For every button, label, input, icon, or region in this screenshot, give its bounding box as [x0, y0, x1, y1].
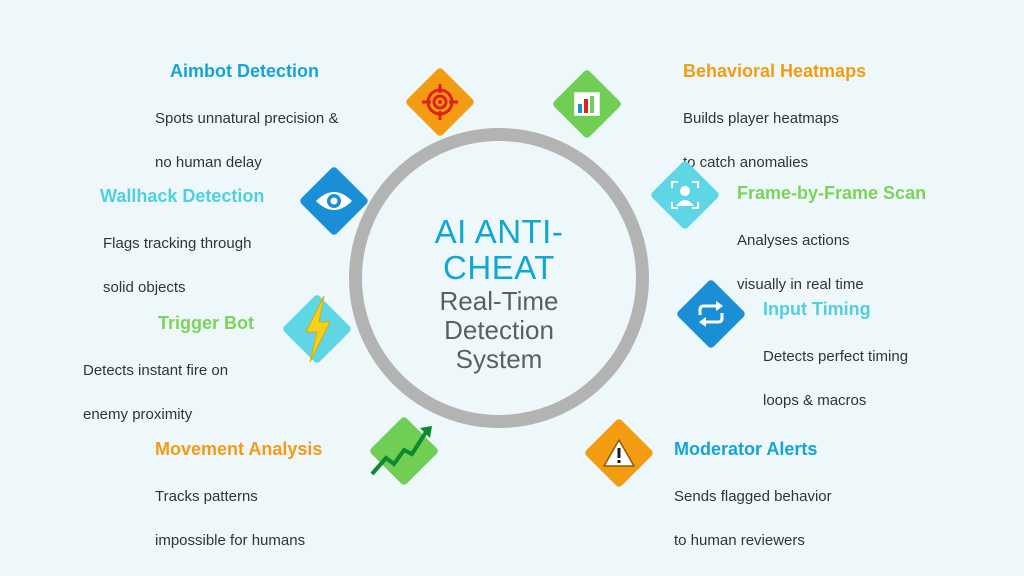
feature-movement-desc-line2: impossible for humans	[155, 532, 306, 549]
center-subtitle-line1: Real-Time	[439, 286, 559, 316]
feature-aimbot: Aimbot Detection Spots unnatural precisi…	[155, 60, 338, 196]
feature-movement-desc: Tracks patterns impossible for humans	[155, 464, 322, 574]
feature-wallhack-desc: Flags tracking through solid objects	[100, 211, 264, 321]
feature-heatmaps-desc-line2: to catch anomalies	[683, 154, 809, 171]
lightning-icon	[291, 296, 343, 362]
feature-input-desc-line1: Detects perfect timing	[763, 348, 909, 365]
feature-moderator-desc-line2: to human reviewers	[674, 532, 805, 549]
center-title-line1: AI ANTI-	[434, 213, 564, 250]
center-subtitle: Real-Time Detection System	[380, 287, 618, 374]
center-title: AI ANTI- CHEAT	[380, 214, 618, 286]
feature-trigger-desc-line2: enemy proximity	[83, 406, 193, 423]
feature-moderator-title: Moderator Alerts	[674, 439, 818, 459]
feature-movement: Movement Analysis Tracks patterns imposs…	[155, 438, 322, 574]
feature-frame-desc-line2: visually in real time	[737, 276, 864, 293]
feature-heatmaps-desc-line1: Builds player heatmaps	[683, 110, 839, 127]
feature-wallhack-title: Wallhack Detection	[100, 186, 265, 206]
feature-frame-title: Frame-by-Frame Scan	[737, 183, 927, 203]
warning-icon	[593, 427, 645, 479]
feature-aimbot-title: Aimbot Detection	[170, 61, 320, 81]
feature-wallhack-desc-line1: Flags tracking through	[103, 235, 252, 252]
feature-movement-desc-line1: Tracks patterns	[155, 488, 258, 505]
feature-trigger-title: Trigger Bot	[158, 313, 255, 333]
feature-trigger: Trigger Bot Detects instant fire on enem…	[83, 312, 254, 448]
feature-input-title: Input Timing	[763, 299, 871, 319]
feature-movement-title: Movement Analysis	[155, 439, 323, 459]
trend-up-icon	[368, 424, 434, 476]
feature-frame: Frame-by-Frame Scan Analyses actions vis…	[737, 182, 926, 318]
center-subtitle-line3: System	[455, 344, 543, 374]
feature-frame-desc-line1: Analyses actions	[737, 232, 850, 249]
feature-trigger-desc-line1: Detects instant fire on	[83, 362, 229, 379]
face-scan-icon	[659, 169, 711, 221]
feature-input-desc-line2: loops & macros	[763, 392, 867, 409]
feature-heatmaps: Behavioral Heatmaps Builds player heatma…	[683, 60, 866, 196]
feature-wallhack: Wallhack Detection Flags tracking throug…	[100, 185, 264, 321]
feature-heatmaps-title: Behavioral Heatmaps	[683, 61, 867, 81]
eye-icon	[308, 175, 360, 227]
feature-aimbot-desc-line1: Spots unnatural precision &	[155, 110, 339, 127]
center-subtitle-line2: Detection	[444, 315, 554, 345]
feature-input-desc: Detects perfect timing loops & macros	[763, 324, 908, 434]
feature-wallhack-desc-line2: solid objects	[103, 279, 186, 296]
feature-moderator-desc-line1: Sends flagged behavior	[674, 488, 832, 505]
feature-heatmaps-desc: Builds player heatmaps to catch anomalie…	[683, 86, 866, 196]
feature-moderator: Moderator Alerts Sends flagged behavior …	[674, 438, 832, 574]
feature-frame-desc: Analyses actions visually in real time	[737, 208, 926, 318]
feature-moderator-desc: Sends flagged behavior to human reviewer…	[674, 464, 832, 574]
feature-input: Input Timing Detects perfect timing loop…	[763, 298, 908, 434]
feature-aimbot-desc-line2: no human delay	[155, 154, 262, 171]
feature-aimbot-desc: Spots unnatural precision & no human del…	[155, 86, 338, 196]
bar-chart-icon	[561, 78, 613, 130]
repeat-icon	[685, 288, 737, 340]
feature-trigger-desc: Detects instant fire on enemy proximity	[83, 338, 254, 448]
crosshair-icon	[414, 76, 466, 128]
center-title-line2: CHEAT	[443, 249, 555, 286]
